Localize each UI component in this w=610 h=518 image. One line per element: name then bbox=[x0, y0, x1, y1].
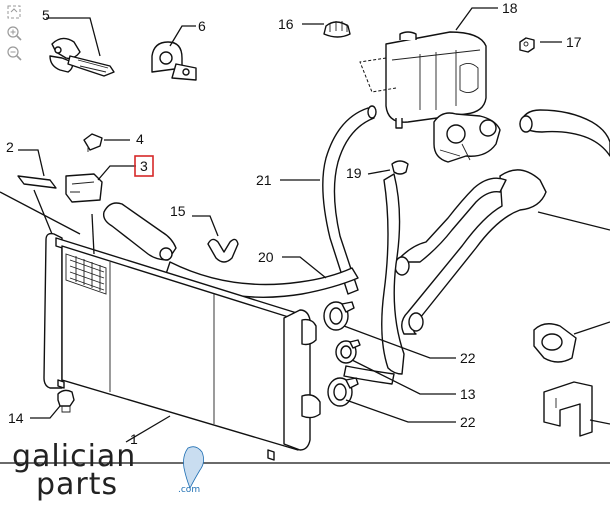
part-13-clamp[interactable] bbox=[335, 339, 361, 364]
leader-14 bbox=[30, 405, 61, 419]
leader-1 bbox=[125, 415, 171, 443]
callout-15[interactable]: 15 bbox=[170, 203, 186, 219]
part-1-radiator[interactable] bbox=[43, 232, 321, 461]
callout-1[interactable]: 1 bbox=[130, 431, 138, 447]
callout-14[interactable]: 14 bbox=[8, 410, 24, 426]
leader-19 bbox=[367, 169, 391, 175]
part-17-nut[interactable] bbox=[519, 37, 535, 53]
leader-radiator-3 bbox=[91, 213, 95, 255]
callout-13[interactable]: 13 bbox=[460, 386, 476, 402]
part-2-strip[interactable] bbox=[17, 175, 57, 189]
callout-20[interactable]: 20 bbox=[258, 249, 274, 265]
part-22-clamp-upper[interactable] bbox=[323, 301, 355, 331]
leader-radiator-top bbox=[33, 189, 53, 235]
callout-5[interactable]: 5 bbox=[42, 7, 50, 23]
callout-2[interactable]: 2 bbox=[6, 139, 14, 155]
logo-text-galician: galician bbox=[12, 439, 136, 474]
leader-fitting-right bbox=[573, 321, 610, 335]
part-18-expansion-tank[interactable] bbox=[385, 31, 487, 129]
callout-4[interactable]: 4 bbox=[136, 131, 144, 147]
leader-22-upper bbox=[343, 325, 456, 359]
zoom-out-icon[interactable] bbox=[7, 46, 22, 61]
callout-18[interactable]: 18 bbox=[502, 0, 518, 16]
tank-mount-dash bbox=[359, 57, 397, 93]
fit-screen-icon[interactable] bbox=[7, 5, 21, 19]
part-6-bracket[interactable] bbox=[151, 41, 197, 81]
leader-15 bbox=[192, 215, 219, 237]
callout-3[interactable]: 3 bbox=[140, 158, 148, 174]
bottom-hose-large[interactable] bbox=[394, 169, 547, 335]
part-16-cap[interactable] bbox=[323, 21, 351, 38]
leader-radiator-left bbox=[0, 191, 81, 235]
leader-bracket-right bbox=[589, 419, 610, 425]
zoom-in-icon[interactable] bbox=[7, 26, 22, 41]
leader-22-lower bbox=[345, 399, 456, 423]
leader-6 bbox=[169, 25, 196, 47]
leader-5 bbox=[46, 17, 101, 57]
part-4-clip[interactable] bbox=[83, 133, 103, 152]
leader-13 bbox=[351, 359, 456, 395]
right-mounting-bracket[interactable] bbox=[543, 381, 593, 437]
callout-19[interactable]: 19 bbox=[346, 165, 362, 181]
callout-6[interactable]: 6 bbox=[198, 18, 206, 34]
callout-21[interactable]: 21 bbox=[256, 172, 272, 188]
right-hose-fitting[interactable] bbox=[533, 323, 577, 363]
part-5-clip[interactable] bbox=[49, 37, 115, 77]
leader-right-edge bbox=[537, 211, 610, 231]
leader-20 bbox=[282, 256, 327, 279]
galicia-map-icon bbox=[183, 446, 204, 489]
callout-17[interactable]: 17 bbox=[566, 34, 582, 50]
part-19-clamp[interactable] bbox=[391, 160, 409, 175]
logo-text-suffix: .com bbox=[178, 485, 200, 495]
thermostat-housing[interactable] bbox=[433, 112, 501, 163]
logo-text-parts: parts bbox=[36, 467, 118, 502]
callout-16[interactable]: 16 bbox=[278, 16, 294, 32]
part-14-drain-plug[interactable] bbox=[57, 389, 75, 413]
leader-18 bbox=[455, 7, 498, 31]
galicianparts-logo: galician parts .com bbox=[12, 439, 204, 502]
radiator-outlet-pipe[interactable] bbox=[102, 202, 177, 261]
callout-22-upper[interactable]: 22 bbox=[460, 350, 476, 366]
upper-right-hose[interactable] bbox=[519, 109, 610, 157]
part-22-clamp-lower[interactable] bbox=[327, 377, 359, 407]
leader-2 bbox=[18, 149, 45, 177]
part-21-hose[interactable] bbox=[322, 105, 377, 295]
viewer-toolbar bbox=[7, 5, 22, 61]
hose-19-to-13[interactable] bbox=[343, 173, 405, 385]
selected-callout-highlight bbox=[134, 155, 154, 177]
callout-22-lower[interactable]: 22 bbox=[460, 414, 476, 430]
leader-3 bbox=[97, 165, 136, 181]
part-3-bracket[interactable] bbox=[65, 173, 103, 203]
part-15-spring-clip[interactable] bbox=[207, 238, 239, 263]
